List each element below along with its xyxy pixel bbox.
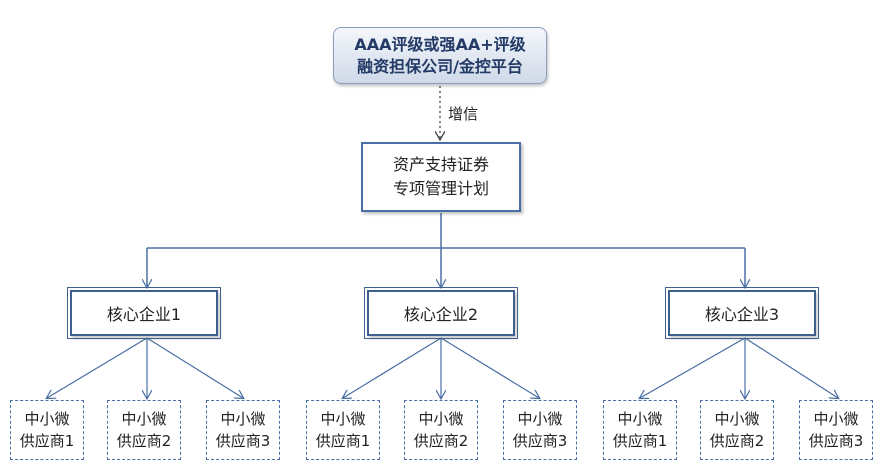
supplier-line2: 供应商3	[808, 432, 864, 450]
arrow-core1-sup1	[47, 337, 148, 398]
supplier-line1: 中小微	[418, 410, 464, 428]
arrow-core2-sup1	[343, 337, 442, 398]
supplier-line2: 供应商3	[215, 432, 271, 450]
supplier-line2: 供应商1	[315, 432, 371, 450]
abs-plan-line2: 专项管理计划	[392, 179, 489, 198]
supplier-node: 中小微 供应商1	[306, 400, 380, 460]
supplier-line1: 中小微	[121, 410, 167, 428]
supplier-node: 中小微 供应商1	[10, 400, 84, 460]
supplier-line1: 中小微	[220, 410, 266, 428]
supplier-node: 中小微 供应商2	[404, 400, 478, 460]
supplier-node: 中小微 供应商3	[503, 400, 577, 460]
supplier-line1: 中小微	[517, 410, 563, 428]
supplier-node: 中小微 供应商1	[603, 400, 677, 460]
supplier-line2: 供应商2	[709, 432, 765, 450]
arrow-core2-sup3	[440, 337, 539, 398]
core-enterprise-1: 核心企业1	[67, 287, 221, 339]
core-enterprise-2: 核心企业2	[364, 287, 518, 339]
supplier-node: 中小微 供应商2	[700, 400, 774, 460]
supplier-node: 中小微 供应商3	[206, 400, 280, 460]
abs-plan-node: 资产支持证券 专项管理计划	[361, 142, 521, 212]
abs-plan-line1: 资产支持证券	[392, 155, 489, 174]
guarantor-line2: 融资担保公司/金控平台	[357, 56, 523, 76]
supplier-line2: 供应商2	[116, 432, 172, 450]
arrow-core3-sup1	[640, 337, 746, 398]
supplier-line1: 中小微	[813, 410, 859, 428]
core-enterprise-3: 核心企业3	[665, 287, 819, 339]
supplier-line2: 供应商1	[19, 432, 75, 450]
supplier-node: 中小微 供应商3	[799, 400, 873, 460]
supplier-line1: 中小微	[24, 410, 70, 428]
supplier-line1: 中小微	[714, 410, 760, 428]
supplier-line2: 供应商3	[512, 432, 568, 450]
supplier-node: 中小微 供应商2	[107, 400, 181, 460]
supplier-line1: 中小微	[320, 410, 366, 428]
supplier-line2: 供应商2	[413, 432, 469, 450]
arrow-core3-sup3	[744, 337, 838, 398]
guarantor-node: AAA评级或强AA+评级 融资担保公司/金控平台	[333, 27, 547, 84]
supplier-line2: 供应商1	[612, 432, 668, 450]
supplier-line1: 中小微	[617, 410, 663, 428]
arrow-core1-sup3	[146, 337, 243, 398]
edge-label-credit-enhancement: 增信	[448, 105, 479, 123]
guarantor-line1: AAA评级或强AA+评级	[354, 34, 526, 54]
